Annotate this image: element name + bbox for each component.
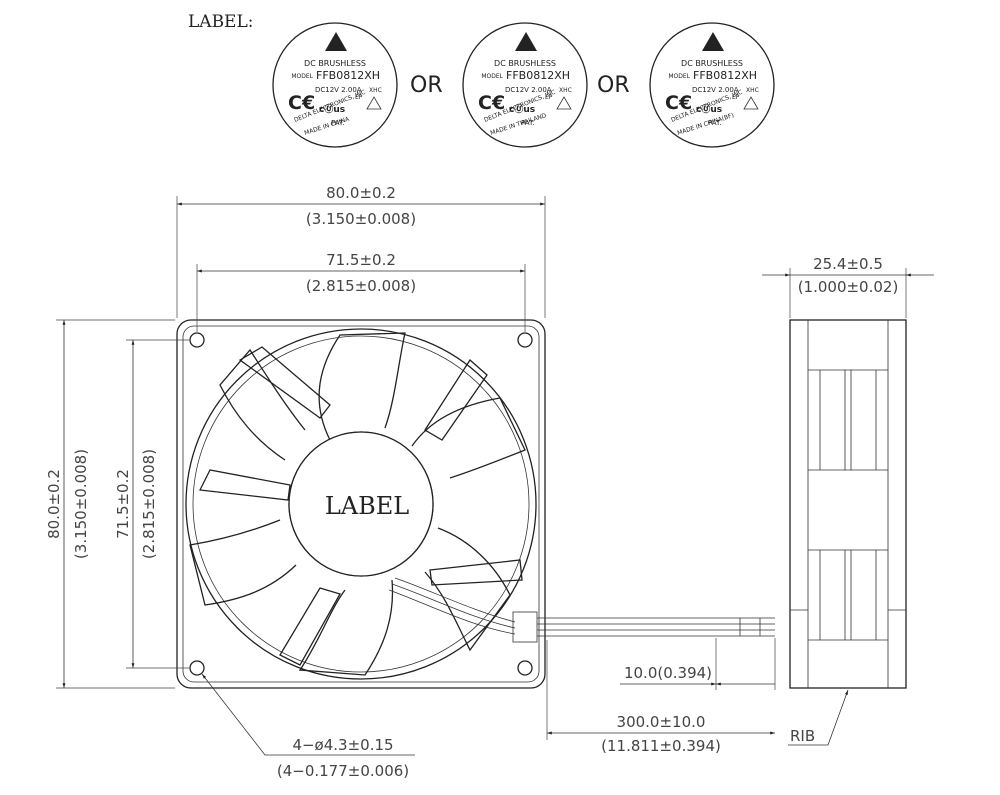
svg-text:DC12V 2.00A: DC12V 2.00A (505, 86, 552, 94)
dim-vhole-in: (2.815±0.008) (140, 449, 158, 559)
label-heading: LABEL: (188, 12, 254, 32)
fan-blades (189, 332, 526, 676)
dim-depth-mm: 25.4±0.5 (813, 255, 883, 273)
fan-venturi (185, 328, 537, 680)
svg-text:EP: EP (545, 94, 553, 101)
svg-text:MODEL: MODEL (481, 73, 503, 80)
svg-text:DC12V 2.00A: DC12V 2.00A (315, 86, 362, 94)
svg-text:XHC: XHC (369, 87, 382, 94)
label-variant-2: DC BRUSHLESS MODEL FFB0812XH DC12V 2.00A… (462, 22, 588, 148)
svg-text:PAT.: PAT. (331, 119, 345, 127)
fan-side-view (789, 319, 907, 689)
dim-hole-mm: 71.5±0.2 (326, 251, 396, 269)
delta-logo-icon (515, 32, 537, 51)
svg-text:FFB0812XH: FFB0812XH (693, 69, 757, 82)
dim-lead-mm: 300.0±10.0 (617, 713, 706, 731)
warning-triangle-icon (366, 96, 382, 110)
dim-height-in: (3.150±0.008) (72, 449, 90, 559)
mounting-hole-bl (189, 660, 205, 676)
label-variant-3: DC BRUSHLESS MODEL FFB0812XH DC12V 2.00A… (649, 22, 775, 148)
mounting-hole-br (517, 660, 533, 676)
dim-lead-in: (11.811±0.394) (601, 737, 721, 755)
ul-mark-icon: cⓊus (319, 103, 345, 115)
fan-frame (176, 319, 546, 689)
rib-label: RIB (790, 727, 815, 745)
svg-text:MODEL: MODEL (668, 73, 690, 80)
ul-mark-icon: cⓊus (696, 103, 722, 115)
mounting-hole-tr (517, 332, 533, 348)
warning-triangle-icon (743, 96, 759, 110)
dim-vhole-mm: 71.5±0.2 (114, 469, 132, 539)
dim-depth-in: (1.000±0.02) (798, 278, 899, 296)
ul-mark-icon: cⓊus (509, 103, 535, 115)
svg-text:DC BRUSHLESS: DC BRUSHLESS (681, 59, 743, 68)
dim-holes-in: (4−0.177±0.006) (277, 762, 409, 780)
svg-text:PAT.: PAT. (521, 119, 535, 127)
svg-text:FFB0812XH: FFB0812XH (316, 69, 380, 82)
ce-mark-icon: C€ (478, 92, 505, 114)
dim-holes-mm: 4−ø4.3±0.15 (292, 736, 393, 754)
svg-text:EP: EP (732, 94, 740, 101)
hub-label: LABEL (325, 492, 409, 520)
svg-text:EP: EP (355, 94, 363, 101)
label-variant-1: DC BRUSHLESS MODEL FFB0812XH DC12V 2.00A… (272, 22, 398, 148)
svg-text:PAT.: PAT. (708, 119, 722, 127)
or-text-2: OR (597, 73, 630, 98)
dim-width-mm: 80.0±0.2 (326, 184, 396, 202)
svg-text:FFB0812XH: FFB0812XH (506, 69, 570, 82)
dim-strip-mm: 10.0(0.394) (624, 664, 712, 682)
or-text-1: OR (410, 73, 443, 98)
lead-wires (388, 577, 775, 643)
dim-height-mm: 80.0±0.2 (45, 469, 63, 539)
ce-mark-icon: C€ (288, 92, 315, 114)
mounting-hole-tl (189, 332, 205, 348)
dim-width-in: (3.150±0.008) (306, 210, 416, 228)
warning-triangle-icon (556, 96, 572, 110)
delta-logo-icon (702, 32, 724, 51)
fan-front-view: LABEL (176, 319, 775, 689)
svg-text:DC BRUSHLESS: DC BRUSHLESS (304, 59, 366, 68)
delta-logo-icon (325, 32, 347, 51)
svg-text:DC BRUSHLESS: DC BRUSHLESS (494, 59, 556, 68)
svg-text:XHC: XHC (559, 87, 572, 94)
svg-text:MODEL: MODEL (291, 73, 313, 80)
ce-mark-icon: C€ (665, 92, 692, 114)
svg-text:XHC: XHC (746, 87, 759, 94)
dim-hole-in: (2.815±0.008) (306, 277, 416, 295)
svg-text:DC12V 2.00A: DC12V 2.00A (692, 86, 739, 94)
